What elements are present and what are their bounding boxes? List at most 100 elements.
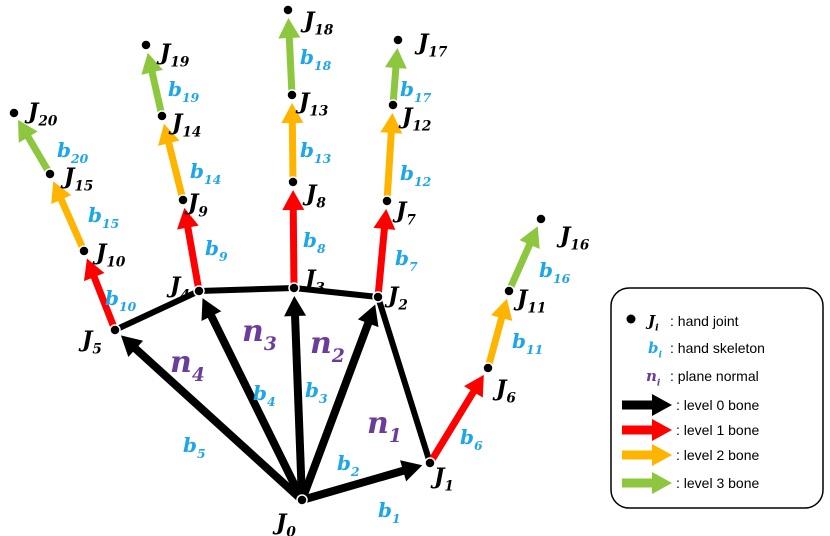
joint-J15 bbox=[44, 168, 56, 180]
joint-label-J3-subscript: 3 bbox=[315, 281, 324, 297]
bone-arrowhead bbox=[158, 123, 180, 146]
joint-J10 bbox=[78, 245, 90, 257]
bone-label-b14: b14 bbox=[190, 159, 221, 187]
bone-shaft bbox=[300, 466, 406, 504]
joint-J14 bbox=[156, 110, 168, 122]
joint-label-J19: J19 bbox=[156, 40, 190, 71]
bone-label-b4-symbol: b bbox=[253, 381, 267, 405]
joint-label-J18-symbol: J bbox=[300, 8, 316, 34]
bone-label-b11-symbol: b bbox=[512, 329, 526, 353]
legend-level-0-text: : level 0 bone bbox=[676, 397, 759, 413]
legend-joint-symbol-subscript: i bbox=[655, 323, 659, 334]
bone-arrowhead bbox=[281, 102, 304, 124]
joint-label-J11: J11 bbox=[513, 286, 546, 317]
bone-shaft bbox=[427, 389, 477, 465]
joint-J12 bbox=[387, 99, 399, 111]
bone-label-b4-subscript: 4 bbox=[267, 394, 276, 409]
bone-label-b16-symbol: b bbox=[539, 258, 553, 282]
bone-b6 bbox=[427, 374, 484, 465]
bone-shaft bbox=[374, 227, 388, 298]
joint-label-J0: J0 bbox=[272, 510, 296, 536]
joint-label-J11-symbol: J bbox=[513, 286, 529, 312]
bone-label-b7: b7 bbox=[395, 246, 418, 274]
normal-label-n1-subscript: 1 bbox=[389, 426, 402, 447]
bone-b9 bbox=[177, 207, 203, 292]
bone-label-b1-symbol: b bbox=[378, 498, 392, 522]
joint-label-J5-symbol: J bbox=[78, 327, 94, 353]
bone-shaft bbox=[285, 36, 296, 96]
joint-J0 bbox=[296, 494, 308, 506]
joint-label-J0-symbol: J bbox=[272, 510, 288, 536]
bone-label-b20: b20 bbox=[57, 138, 89, 166]
bone-label-b5: b5 bbox=[183, 433, 206, 461]
joint-label-J14: J14 bbox=[168, 110, 201, 141]
legend-level-3-arrow bbox=[622, 472, 672, 494]
bone-shaft bbox=[24, 134, 54, 176]
bone-shaft bbox=[165, 141, 187, 201]
bone-arrowhead bbox=[201, 298, 222, 321]
bone-label-b16-subscript: 16 bbox=[553, 271, 571, 286]
joint-label-J12-subscript: 12 bbox=[412, 119, 431, 135]
bone-label-b1: b1 bbox=[378, 498, 401, 526]
joint-J4 bbox=[193, 285, 205, 297]
legend-joint-dot bbox=[626, 314, 636, 324]
joint-label-J7: J7 bbox=[392, 198, 416, 229]
joint-label-J3-symbol: J bbox=[301, 266, 317, 292]
bone-label-b20-symbol: b bbox=[57, 138, 71, 162]
joint-J2 bbox=[372, 291, 384, 303]
bone-b3 bbox=[284, 295, 307, 501]
joint-J16 bbox=[535, 213, 547, 225]
normal-label-n3-subscript: 3 bbox=[264, 334, 277, 355]
bone-arrowhead bbox=[652, 472, 672, 494]
joint-label-J20-symbol: J bbox=[24, 99, 40, 125]
bone-shaft bbox=[132, 345, 305, 503]
legend-joint-symbol-symbol: J bbox=[645, 312, 656, 330]
joint-label-J11-subscript: 11 bbox=[527, 301, 546, 317]
bone-label-b11-subscript: 11 bbox=[526, 342, 543, 357]
bone-label-b6: b6 bbox=[460, 425, 483, 453]
bone-label-b18-symbol: b bbox=[300, 45, 314, 69]
legend-level-0-arrow bbox=[622, 394, 672, 416]
legend-level-3-text: : level 3 bone bbox=[676, 475, 759, 491]
bone-label-b16: b16 bbox=[539, 258, 571, 286]
bone-label-b2-subscript: 2 bbox=[350, 464, 360, 479]
bone-label-b13-symbol: b bbox=[300, 138, 314, 162]
bone-arrowhead bbox=[83, 258, 105, 282]
joint-label-J17: J17 bbox=[414, 30, 448, 61]
bone-label-b1-subscript: 1 bbox=[392, 511, 401, 526]
joint-label-J15-subscript: 15 bbox=[74, 179, 93, 195]
joint-label-J2-subscript: 2 bbox=[397, 298, 407, 314]
joint-label-J13-symbol: J bbox=[295, 89, 311, 115]
legend-normal-symbol-symbol: n bbox=[646, 367, 657, 385]
joint-label-J20: J20 bbox=[24, 99, 58, 130]
bone-arrowhead bbox=[18, 119, 38, 143]
bone-label-b3: b3 bbox=[305, 378, 328, 406]
bone-label-b8: b8 bbox=[303, 228, 326, 256]
bone-b17 bbox=[384, 47, 407, 106]
joint-J1 bbox=[424, 457, 436, 469]
bone-shaft bbox=[291, 314, 306, 501]
bone-arrowhead bbox=[652, 419, 672, 441]
joint-J17 bbox=[392, 34, 404, 46]
normal-label-n3: n3 bbox=[242, 314, 277, 355]
legend-skeleton-symbol-subscript: i bbox=[659, 350, 663, 361]
palm-link-J5-J4 bbox=[112, 288, 202, 333]
bone-b7 bbox=[373, 208, 396, 298]
joint-label-J5-subscript: 5 bbox=[92, 342, 101, 358]
bone-b1 bbox=[300, 460, 423, 504]
joint-J6 bbox=[482, 362, 494, 374]
bone-label-b20-subscript: 20 bbox=[70, 151, 89, 166]
bone-label-b8-symbol: b bbox=[303, 228, 317, 252]
joint-label-J4-symbol: J bbox=[166, 273, 182, 299]
joint-label-J17-symbol: J bbox=[414, 30, 430, 56]
bone-shaft bbox=[505, 242, 534, 293]
palm-link-J4-J3 bbox=[196, 285, 297, 294]
bone-label-b2-symbol: b bbox=[337, 451, 351, 475]
bone-label-b12-subscript: 12 bbox=[414, 174, 432, 189]
palm-link-J2-J1 bbox=[375, 294, 433, 466]
joint-label-J14-subscript: 14 bbox=[182, 125, 201, 141]
palm-link-J3-J2 bbox=[291, 285, 381, 300]
joint-J20 bbox=[8, 107, 20, 119]
joint-label-J4: J4 bbox=[166, 273, 190, 304]
